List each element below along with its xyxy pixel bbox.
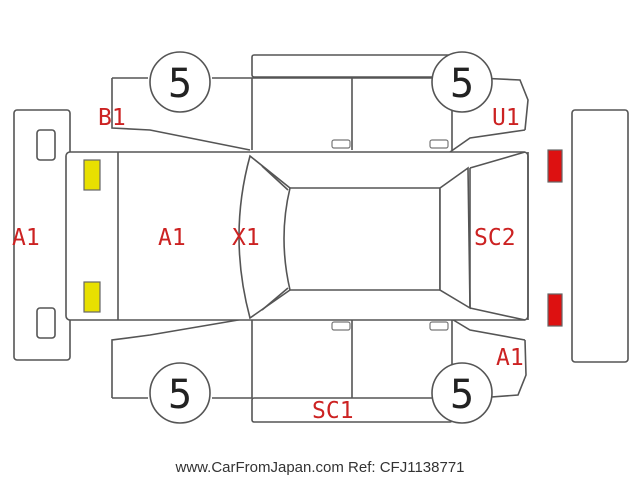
- damage-label-u1: U1: [492, 105, 520, 131]
- tire-rear-right: 5: [431, 362, 493, 424]
- tire-rear-left: 5: [431, 51, 493, 113]
- rear-bumper: [571, 109, 629, 363]
- damage-label-b1: B1: [98, 105, 126, 131]
- damage-label-rear: SC2: [474, 225, 516, 251]
- tire-tread-value: 5: [168, 372, 192, 418]
- rear-lamp-marker-bottom: [547, 293, 563, 327]
- car-body-top-view: [65, 151, 529, 321]
- tire-front-right: 5: [149, 362, 211, 424]
- front-lamp-marker-bottom: [83, 281, 101, 313]
- damage-label-hood: A1: [158, 225, 186, 251]
- damage-label-windshield: X1: [232, 225, 260, 251]
- reference-footer: www.CarFromJapan.com Ref: CFJ1138771: [175, 459, 465, 476]
- tire-front-left: 5: [149, 51, 211, 113]
- tire-tread-value: 5: [450, 61, 474, 107]
- rear-lamp-marker-top: [547, 149, 563, 183]
- damage-label-side-sill: SC1: [312, 398, 354, 424]
- tire-tread-value: 5: [450, 372, 474, 418]
- front-lamp-marker-top: [83, 159, 101, 191]
- damage-label-front-bumper: A1: [12, 225, 40, 251]
- damage-label-rear-side: A1: [496, 345, 524, 371]
- top-side-strip: [251, 54, 453, 78]
- tire-tread-value: 5: [168, 61, 192, 107]
